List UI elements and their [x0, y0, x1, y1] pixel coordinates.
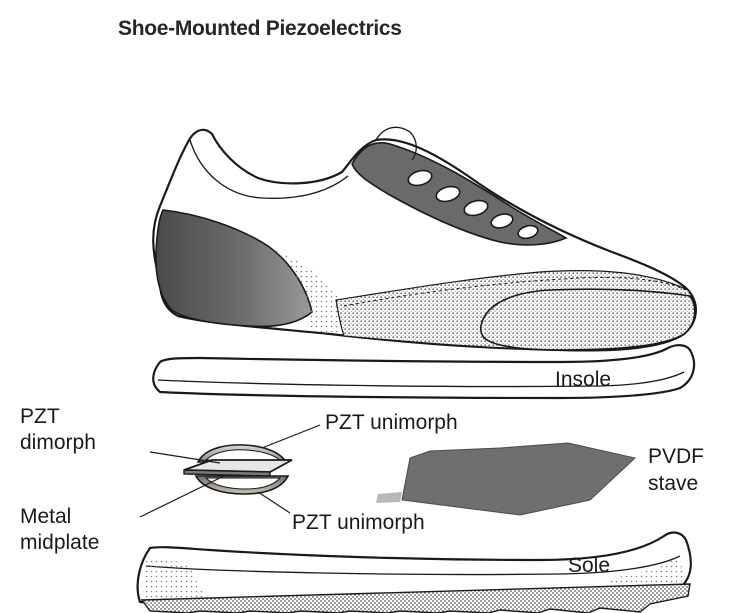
- metal-midplate-leader: [140, 475, 226, 517]
- insole-label: Insole: [555, 368, 611, 391]
- pzt-dimorph-label-line1: PZT: [20, 405, 60, 428]
- pzt-unimorph-bottom-leader: [258, 492, 290, 513]
- sole-label: Sole: [568, 554, 610, 577]
- metal-midplate-label-line1: Metal: [20, 505, 71, 528]
- diagram-title: Shoe-Mounted Piezoelectrics: [118, 17, 402, 40]
- metal-midplate-label-line2: midplate: [20, 531, 99, 554]
- pzt-stack-illustration: [184, 445, 292, 494]
- insole-illustration: [153, 345, 694, 398]
- pzt-unimorph-bottom-label: PZT unimorph: [292, 511, 425, 534]
- shoe-upper-illustration: [153, 127, 696, 350]
- pvdf-stave-label-line1: PVDF: [648, 445, 704, 468]
- pvdf-stave-illustration: [376, 443, 635, 515]
- pzt-unimorph-top-label: PZT unimorph: [325, 411, 458, 434]
- pzt-unimorph-top-leader: [262, 425, 320, 448]
- pvdf-stave-label-line2: stave: [648, 472, 698, 495]
- pzt-dimorph-label-line2: dimorph: [20, 431, 96, 454]
